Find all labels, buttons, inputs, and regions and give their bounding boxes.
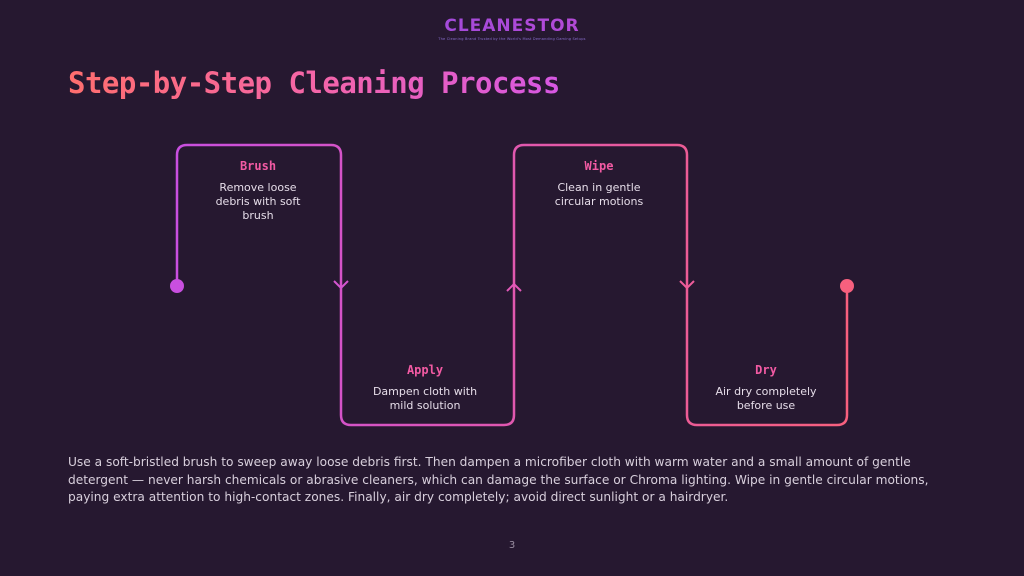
start-dot-icon bbox=[170, 279, 184, 293]
step-title: Apply bbox=[406, 363, 444, 377]
arrow-down-icon bbox=[333, 280, 349, 290]
page-number: 3 bbox=[508, 540, 516, 551]
arrow-up-icon bbox=[506, 282, 522, 292]
step-description: Clean in gentle circular motions bbox=[554, 181, 644, 208]
page-title: Step-by-Step Cleaning Process bbox=[68, 66, 560, 100]
step-wipe: Wipe Clean in gentle circular motions bbox=[529, 159, 669, 209]
step-title: Wipe bbox=[584, 159, 614, 173]
step-description: Dampen cloth with mild solution bbox=[372, 385, 478, 412]
end-dot-icon bbox=[840, 279, 854, 293]
step-apply: Apply Dampen cloth with mild solution bbox=[355, 363, 495, 413]
step-description: Air dry completely before use bbox=[715, 385, 817, 412]
step-title: Brush bbox=[239, 159, 277, 173]
step-brush: Brush Remove loose debris with soft brus… bbox=[188, 159, 328, 223]
step-title: Dry bbox=[755, 363, 777, 377]
brand-logo: CLEANESTOR The Cleaning Brand Trusted by… bbox=[0, 16, 1024, 41]
arrow-down-icon bbox=[679, 280, 695, 290]
logo-wordmark: CLEANESTOR bbox=[0, 16, 1024, 36]
logo-tagline: The Cleaning Brand Trusted by the World'… bbox=[438, 37, 586, 41]
step-description: Remove loose debris with soft brush bbox=[215, 181, 301, 222]
step-dry: Dry Air dry completely before use bbox=[696, 363, 836, 413]
process-description: Use a soft-bristled brush to sweep away … bbox=[68, 455, 929, 504]
